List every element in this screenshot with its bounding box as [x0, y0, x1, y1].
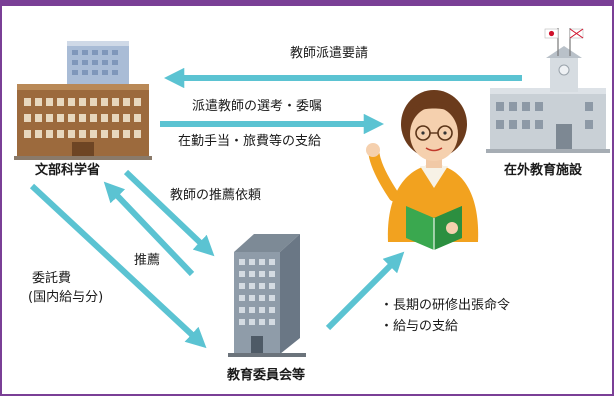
- edge-label-recommendation-request: 教師の推薦依頼: [170, 188, 262, 203]
- arrow-consignment: [29, 183, 207, 349]
- edge-label-recommendation: 推薦: [134, 253, 161, 268]
- ministry-building-icon: [14, 41, 152, 160]
- overseas-school-icon: [486, 28, 610, 153]
- teacher-figure-icon: [366, 90, 479, 250]
- edge-label-board-to-teacher-line2: ・給与の支給: [380, 319, 459, 334]
- edge-label-board-to-teacher-line1: ・長期の研修出張命令: [380, 298, 511, 313]
- edge-label-consignment-line1: 委託費: [32, 271, 72, 286]
- board-tower-icon: [228, 234, 306, 357]
- arrow-recommendation: [103, 181, 195, 277]
- node-label-overseas-facility: 在外教育施設: [504, 163, 583, 178]
- arrow-recommendation-request: [123, 169, 215, 257]
- edge-label-selection-commission: 派遣教師の選考・委嘱: [192, 99, 323, 114]
- node-label-ministry: 文部科学省: [35, 163, 101, 178]
- node-label-board-of-education: 教育委員会等: [227, 368, 306, 383]
- diagram-canvas: [14, 28, 610, 357]
- edge-label-allowance-payment: 在勤手当・旅費等の支給: [178, 134, 322, 149]
- edge-label-consignment-line2: (国内給与分): [28, 290, 104, 305]
- edge-label-dispatch-request: 教師派遣要請: [290, 46, 369, 61]
- arrow-board-to-teacher: [325, 251, 405, 331]
